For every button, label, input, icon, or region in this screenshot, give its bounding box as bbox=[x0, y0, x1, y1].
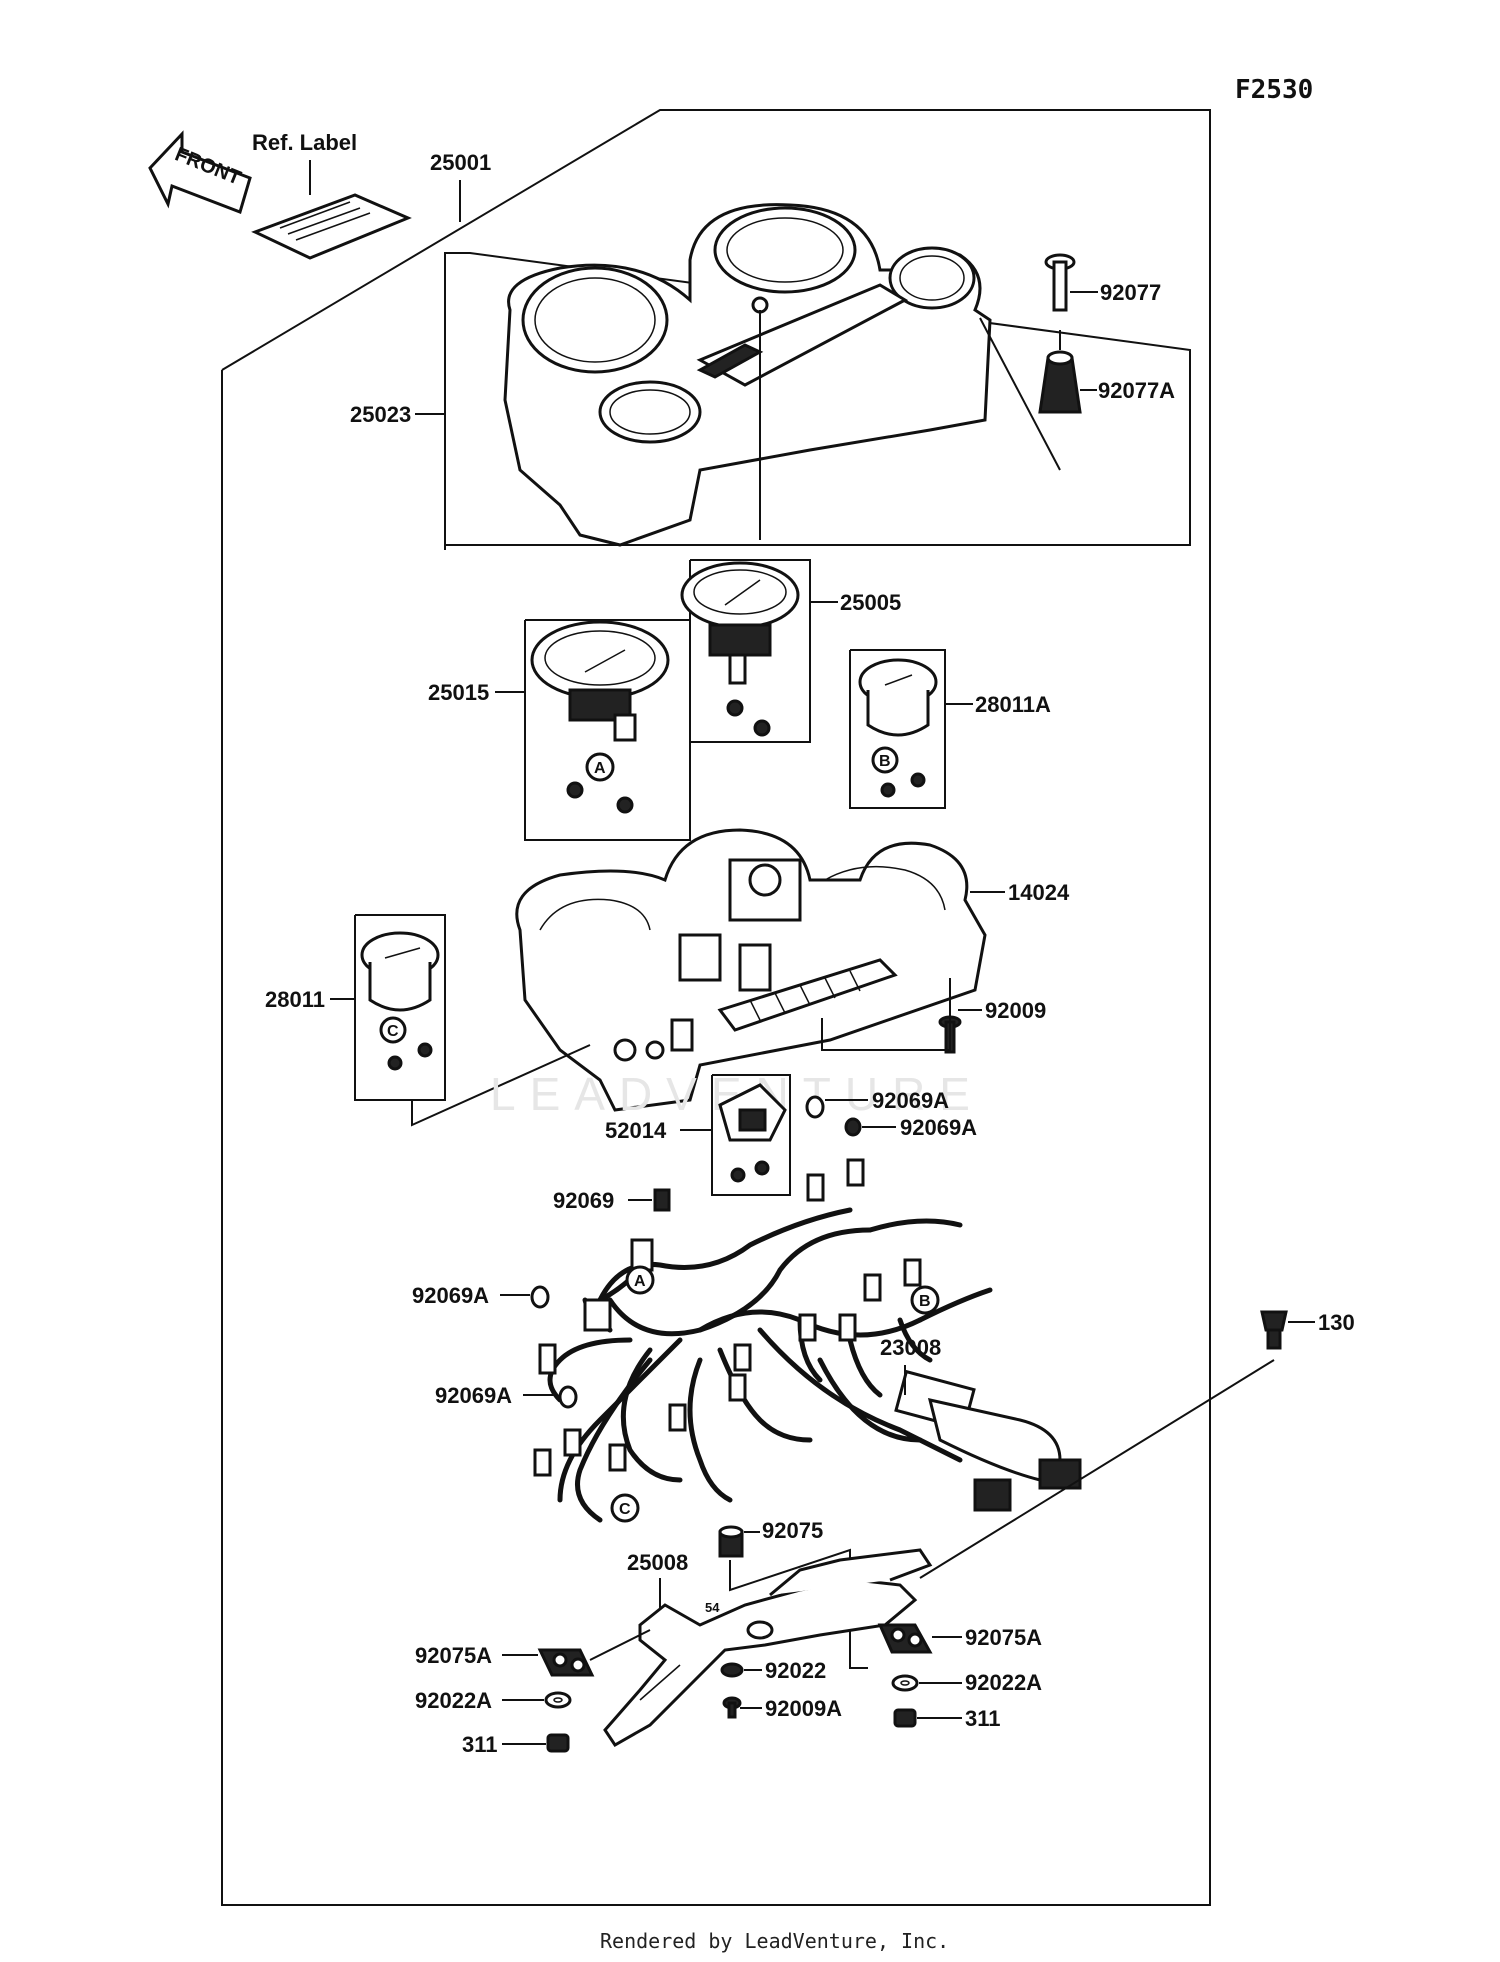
meter-case-14024 bbox=[515, 828, 987, 1112]
bracket-25008: 54 bbox=[603, 1548, 933, 1747]
nut-311-left-icon bbox=[546, 1733, 570, 1753]
bracket-mark: 54 bbox=[705, 1600, 720, 1615]
callout-92009A: 92009A bbox=[765, 1696, 842, 1721]
callout-92022: 92022 bbox=[765, 1658, 826, 1683]
callout-28011A: 28011A bbox=[975, 692, 1051, 717]
connector-c-lower: C bbox=[619, 1501, 631, 1518]
callout-92077: 92077 bbox=[1100, 280, 1161, 305]
wire-harness-23008: A B C bbox=[533, 1158, 1082, 1523]
callout-25005: 25005 bbox=[840, 590, 901, 615]
connector-c-upper: C bbox=[387, 1023, 399, 1040]
callout-52014: 52014 bbox=[605, 1118, 667, 1143]
callout-25008: 25008 bbox=[627, 1550, 688, 1575]
gauge-28011: C bbox=[360, 931, 440, 1071]
bulb-92069-icon bbox=[653, 1188, 671, 1212]
callout-92069A-4: 92069A bbox=[435, 1383, 512, 1408]
socket-group-outline bbox=[711, 1074, 791, 1196]
callout-130: 130 bbox=[1318, 1310, 1355, 1335]
bulb-92069A-icon-4 bbox=[558, 1385, 578, 1409]
callout-92069A-2: 92069A bbox=[900, 1115, 977, 1140]
connector-b-lower: B bbox=[919, 1293, 931, 1310]
callout-92075A-right: 92075A bbox=[965, 1625, 1042, 1650]
callout-92075: 92075 bbox=[762, 1518, 823, 1543]
callout-25001: 25001 bbox=[430, 150, 491, 175]
callout-311-right: 311 bbox=[965, 1706, 1001, 1731]
gauge-b-group-outline bbox=[849, 649, 946, 809]
damper-92075-icon bbox=[718, 1525, 744, 1558]
ref-label-text: Ref. Label bbox=[252, 130, 357, 155]
speedometer-25015: A bbox=[530, 620, 670, 814]
grommet-92077A-icon bbox=[1038, 350, 1082, 414]
tachometer-25005 bbox=[680, 561, 800, 737]
cover-group-outline bbox=[444, 252, 1191, 550]
damper-92075A-left-icon bbox=[537, 1648, 595, 1677]
socket-52014 bbox=[718, 1083, 787, 1183]
callout-25023: 25023 bbox=[350, 402, 411, 427]
diagram-code: F2530 bbox=[1235, 75, 1313, 105]
washer-92022A-right-icon bbox=[891, 1674, 919, 1692]
callout-92077A: 92077A bbox=[1098, 378, 1175, 403]
callout-92069: 92069 bbox=[553, 1188, 614, 1213]
damper-92075A-right-icon bbox=[877, 1623, 933, 1654]
washer-92022-icon bbox=[720, 1662, 744, 1678]
callout-311-left: 311 bbox=[462, 1732, 498, 1757]
footer-credit: Rendered by LeadVenture, Inc. bbox=[600, 1929, 949, 1953]
bulb-92069A-icon-2 bbox=[844, 1117, 862, 1137]
connector-a-upper: A bbox=[594, 760, 606, 777]
connector-b-upper: B bbox=[879, 753, 891, 770]
speedometer-group-outline bbox=[524, 619, 691, 841]
callout-92075A-left: 92075A bbox=[415, 1643, 492, 1668]
screw-92077-icon bbox=[1044, 253, 1076, 312]
assembly-outline bbox=[221, 109, 1211, 1906]
washer-92022A-left-icon bbox=[544, 1691, 572, 1709]
callout-28011: 28011 bbox=[265, 987, 325, 1012]
gauge-28011A: B bbox=[858, 658, 938, 798]
callout-92069A-3: 92069A bbox=[412, 1283, 489, 1308]
connector-a-lower: A bbox=[634, 1273, 646, 1290]
callout-92022A-left: 92022A bbox=[415, 1688, 492, 1713]
screw-92009A-icon bbox=[722, 1696, 742, 1719]
callout-23008: 23008 bbox=[880, 1335, 941, 1360]
callout-92022A-right: 92022A bbox=[965, 1670, 1042, 1695]
callout-14024: 14024 bbox=[1008, 880, 1070, 905]
callout-92009: 92009 bbox=[985, 998, 1046, 1023]
meter-cover bbox=[503, 203, 992, 547]
callout-92069A-1: 92069A bbox=[872, 1088, 949, 1113]
callout-25015: 25015 bbox=[428, 680, 489, 705]
bulb-92069A-icon-1 bbox=[805, 1095, 825, 1119]
front-arrow-icon: FRONT bbox=[148, 130, 252, 214]
nut-311-right-icon bbox=[893, 1708, 917, 1728]
gauge-c-group-outline bbox=[354, 914, 446, 1101]
bulb-92069A-icon-3 bbox=[530, 1285, 550, 1309]
bolt-130-icon bbox=[1260, 1310, 1288, 1350]
ref-label-sticker bbox=[251, 193, 412, 260]
